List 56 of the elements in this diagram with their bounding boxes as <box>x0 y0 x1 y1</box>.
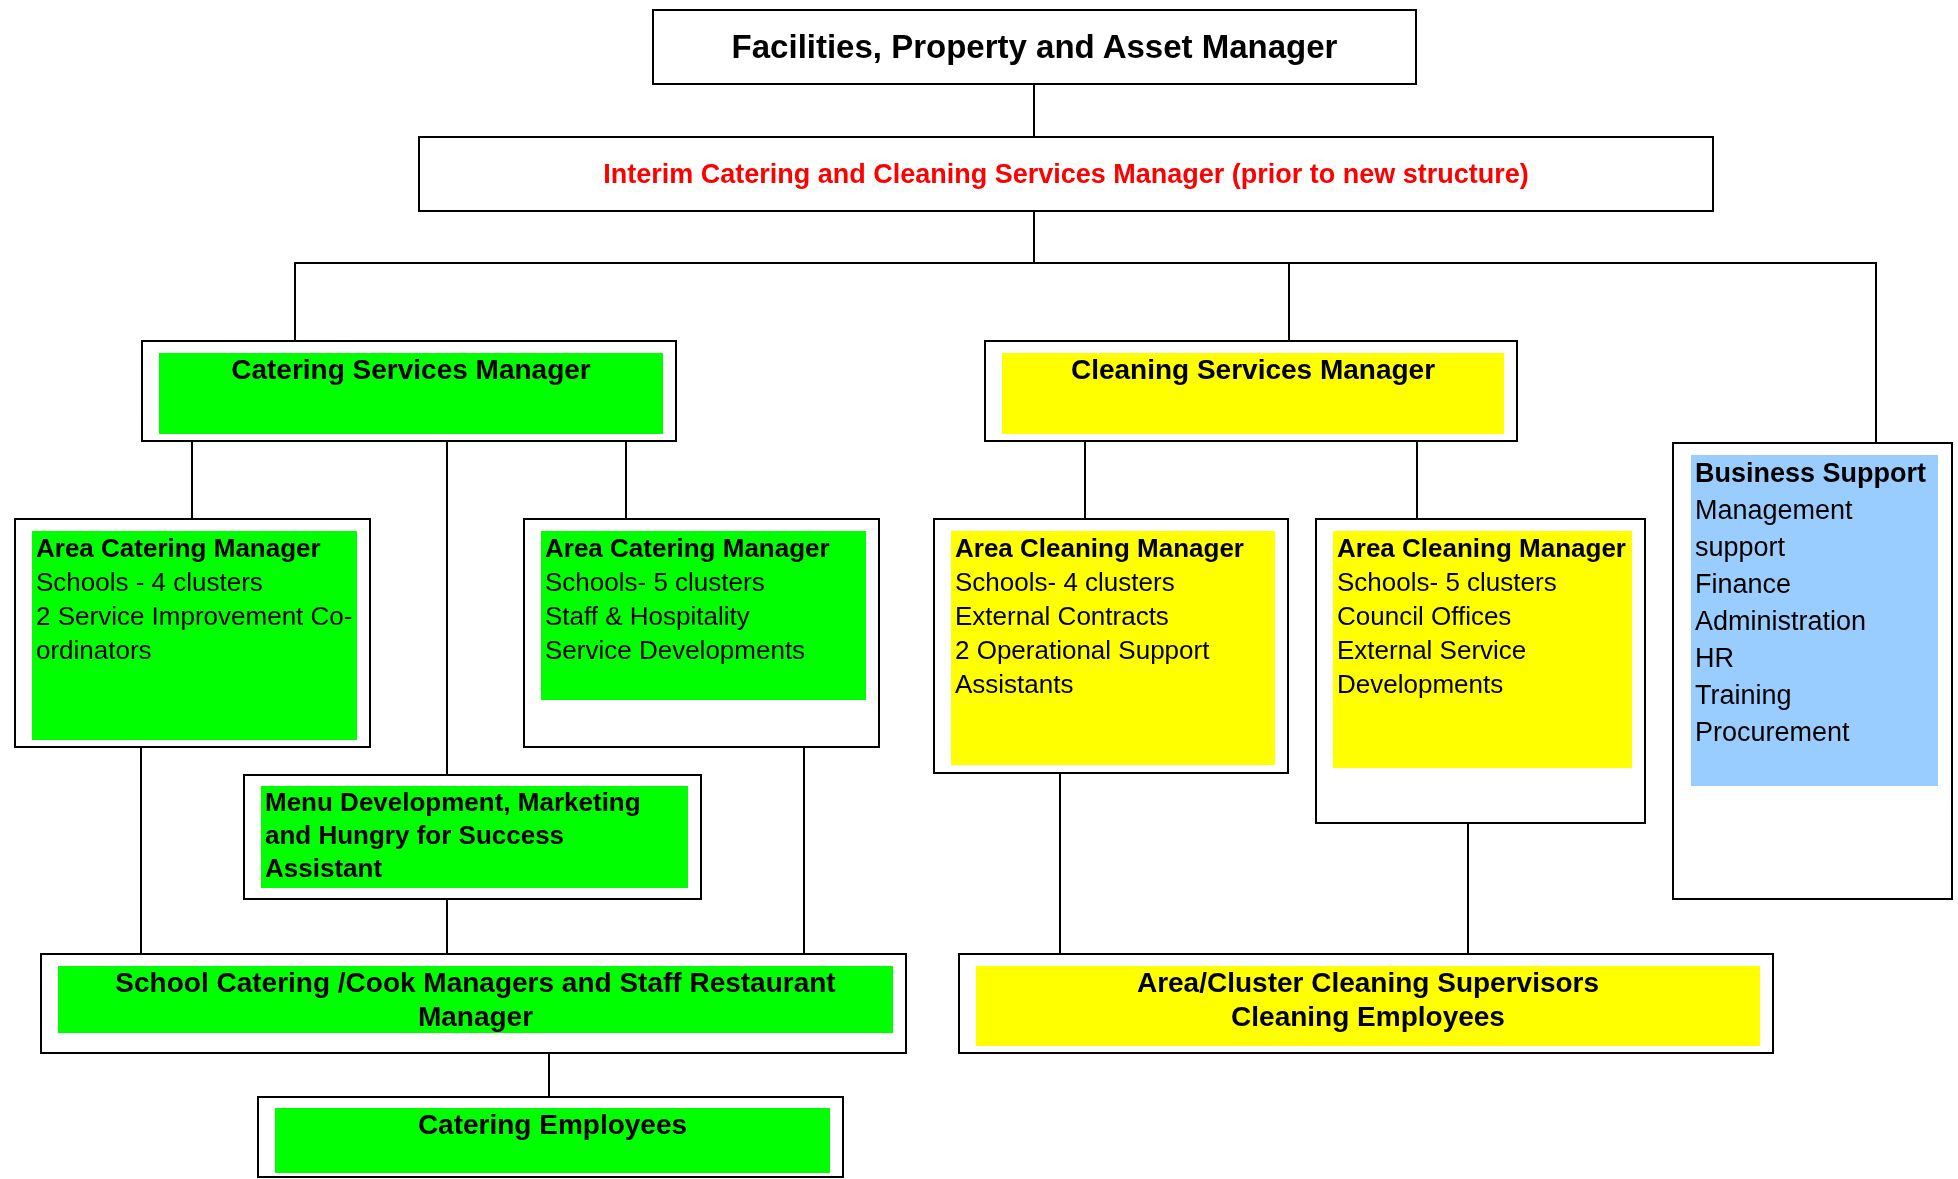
org-box <box>1672 442 1953 900</box>
role-title: Area/Cluster Cleaning Supervisors <box>1136 966 1600 1000</box>
connector-line <box>1059 773 1061 954</box>
role-title: School Catering /Cook Managers and Staff Restaurant Manager <box>114 966 837 1034</box>
role-duty: Staff & Hospitality <box>545 600 751 633</box>
role-duty: Schools- 5 clusters <box>1337 566 1558 599</box>
connector-line <box>191 441 193 519</box>
connector-line <box>625 441 627 519</box>
org-box <box>958 953 1774 1054</box>
org-box <box>141 340 677 442</box>
role-title: Area Catering Manager <box>545 532 831 565</box>
role-title: Area Cleaning Manager <box>955 532 1245 565</box>
role-duty: Schools- 5 clusters <box>545 566 766 599</box>
org-box <box>933 518 1289 774</box>
org-box <box>984 340 1518 442</box>
connector-line <box>1084 441 1086 519</box>
connector-line <box>1033 84 1035 137</box>
role-duty: Schools- 4 clusters <box>955 566 1176 599</box>
role-duty: 2 Operational Support Assistants <box>955 634 1211 701</box>
role-duty: Training <box>1695 679 1793 712</box>
connector-line <box>446 441 448 775</box>
org-box <box>40 953 907 1054</box>
org-box <box>14 518 371 748</box>
org-box <box>243 774 702 900</box>
connector-line <box>140 747 142 954</box>
org-box <box>257 1096 844 1178</box>
role-duty: Procurement <box>1695 716 1851 749</box>
box-title: Interim Catering and Cleaning Services Manager (prior to new structure) <box>603 157 1529 191</box>
role-duty: HR <box>1695 642 1735 675</box>
role-duty: Service Developments <box>545 634 807 667</box>
role-title: Area Cleaning Manager <box>1337 532 1627 565</box>
role-duty: Schools - 4 clusters <box>36 566 264 599</box>
role-title: Business Support <box>1695 457 1928 490</box>
org-box <box>1315 518 1646 824</box>
role-duty: 2 Service Improvement Co-ordinators <box>36 600 353 667</box>
box-title: Facilities, Property and Asset Manager <box>731 27 1338 68</box>
role-title: Menu Development, Marketing and Hungry for Success Assistant <box>265 786 642 885</box>
role-title: Cleaning Services Manager <box>1070 353 1436 387</box>
role-duty: External Contracts <box>955 600 1170 633</box>
connector-line <box>1416 441 1418 519</box>
role-duty: Administration <box>1695 605 1868 638</box>
role-title: Catering Employees <box>417 1108 688 1142</box>
connector-line <box>446 899 448 954</box>
role-duty: Finance <box>1695 568 1793 601</box>
role-title: Catering Services Manager <box>231 353 591 387</box>
role-title: Area Catering Manager <box>36 532 322 565</box>
connector-line <box>1467 823 1469 954</box>
role-duty: Management support <box>1695 494 1854 564</box>
org-box <box>523 518 880 748</box>
org-box <box>418 136 1714 212</box>
role-duty: Council Offices <box>1337 600 1513 633</box>
role-duty: External Service Developments <box>1337 634 1528 701</box>
connector-line <box>548 1053 550 1097</box>
connector-line <box>803 747 805 954</box>
role-title: Cleaning Employees <box>1231 1000 1505 1034</box>
org-box <box>652 9 1417 85</box>
